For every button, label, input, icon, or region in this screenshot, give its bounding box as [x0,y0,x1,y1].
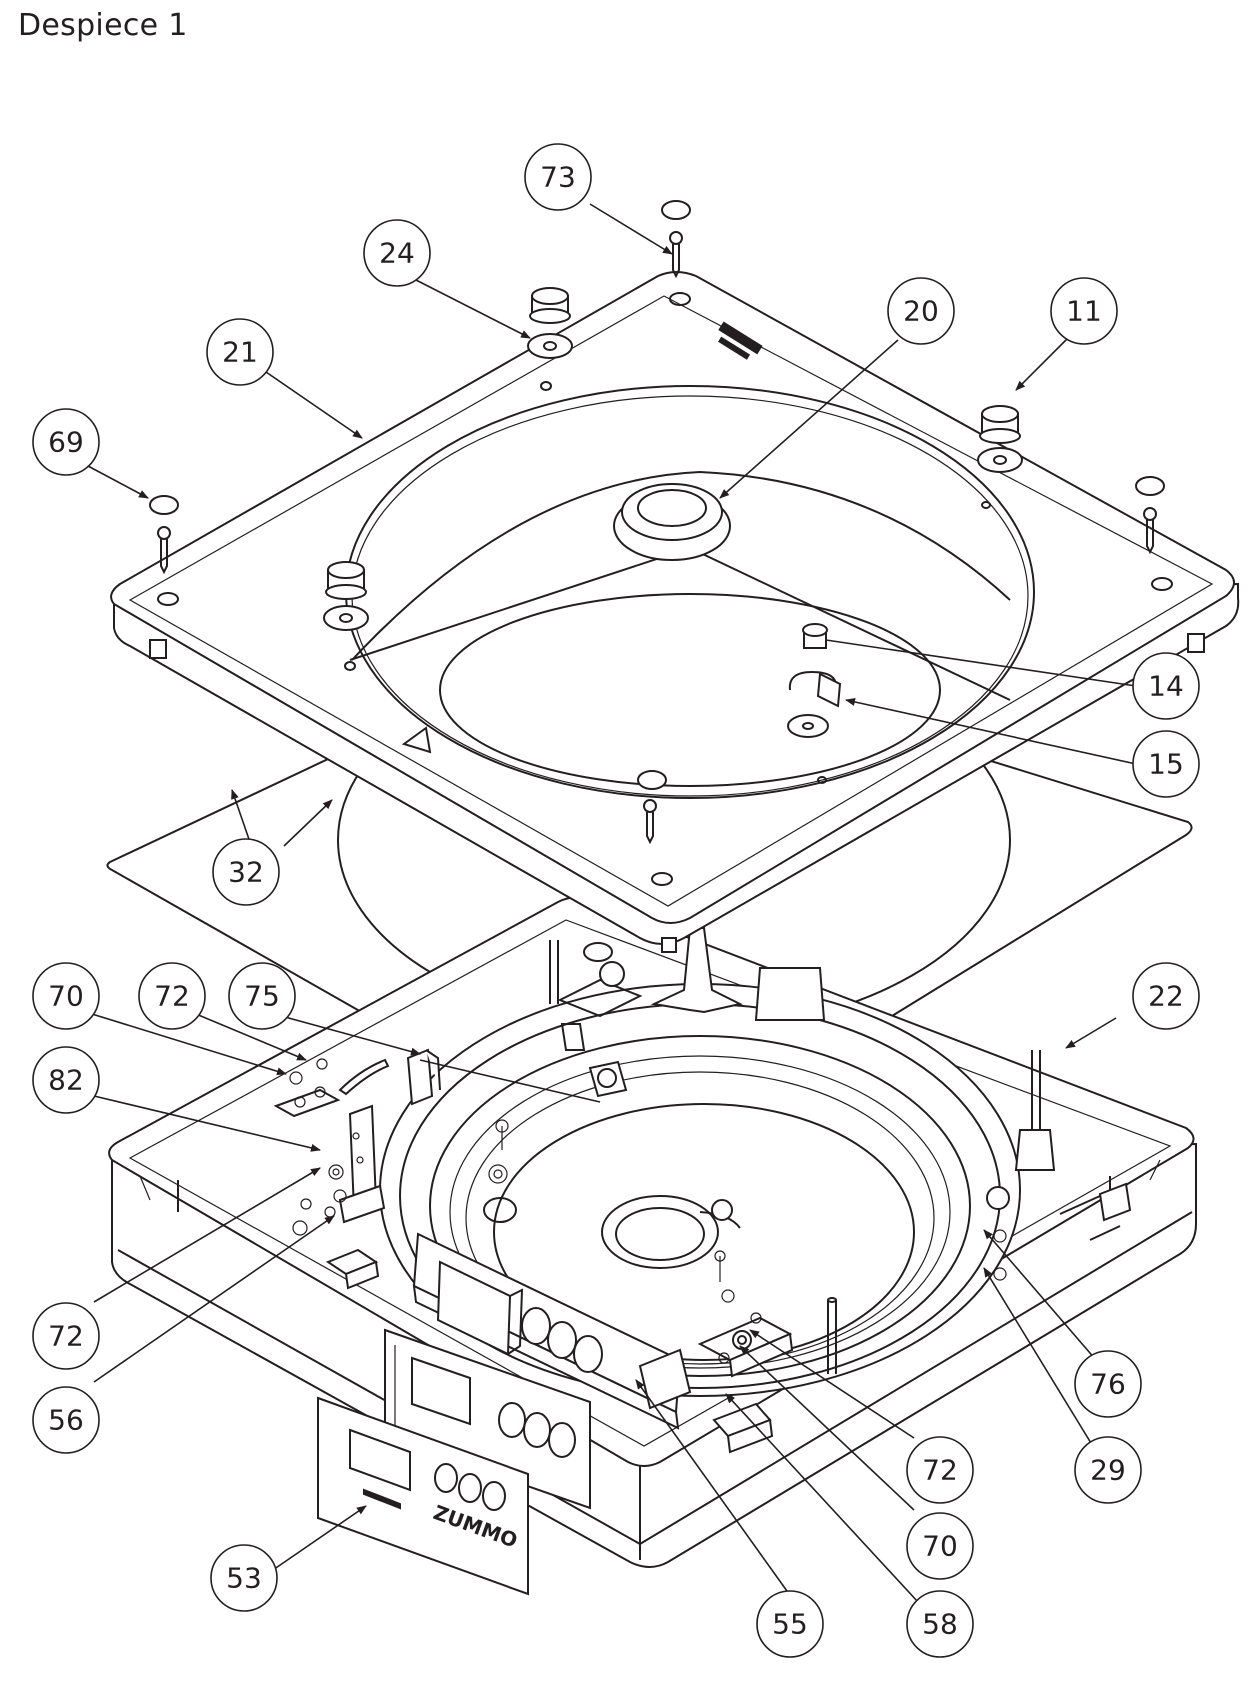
callout-32: 32 [212,838,280,906]
front-label-53: ZUMMO [317,1396,529,1596]
callout-29: 29 [1074,1436,1142,1504]
callout-11: 11 [1050,277,1118,345]
svg-text:75: 75 [244,980,280,1013]
callout-72-bottom: 72 [906,1436,974,1504]
svg-text:14: 14 [1148,670,1184,703]
callout-76: 76 [1074,1350,1142,1418]
right-mechanism [697,1297,837,1454]
svg-text:73: 73 [540,161,576,194]
svg-text:70: 70 [922,1530,958,1563]
svg-text:58: 58 [922,1608,958,1641]
callout-58: 58 [906,1590,974,1658]
callouts: 73 24 20 11 21 69 14 15 32 70 72 75 22 8… [32,143,1200,1658]
svg-text:22: 22 [1148,980,1184,1013]
callout-55: 55 [756,1590,824,1658]
svg-text:53: 53 [226,1562,262,1595]
callout-69: 69 [32,408,100,476]
svg-text:11: 11 [1066,295,1102,328]
svg-text:72: 72 [154,980,190,1013]
callout-70-left: 70 [32,962,100,1030]
svg-text:24: 24 [379,237,415,270]
callout-20: 20 [887,277,955,345]
callout-14: 14 [1132,652,1200,720]
callout-72-left: 72 [32,1302,100,1370]
central-support [549,927,826,1051]
right-posts [986,1050,1132,1281]
svg-text:69: 69 [48,426,84,459]
callout-82: 82 [32,1046,100,1114]
brand-emboss [718,321,763,360]
control-board-55 [412,1232,692,1430]
callout-56: 56 [32,1386,100,1454]
callout-53: 53 [210,1544,278,1612]
svg-text:72: 72 [48,1320,84,1353]
svg-text:76: 76 [1090,1368,1126,1401]
svg-text:21: 21 [222,336,258,369]
svg-text:72: 72 [922,1454,958,1487]
svg-text:56: 56 [48,1404,84,1437]
callout-24: 24 [363,219,431,287]
callout-15: 15 [1132,730,1200,798]
leader-lines [87,203,1137,1603]
svg-text:82: 82 [48,1064,84,1097]
callout-72-top: 72 [138,962,206,1030]
svg-text:32: 32 [228,856,264,889]
top-plate-21 [110,271,1240,953]
callout-21: 21 [206,318,274,386]
svg-text:70: 70 [48,980,84,1013]
callout-70-bottom: 70 [906,1512,974,1580]
top-plate-parts [149,200,1165,962]
callout-73: 73 [524,143,592,211]
svg-text:15: 15 [1148,748,1184,781]
svg-text:20: 20 [903,295,939,328]
left-brackets [273,1048,441,1290]
callout-22: 22 [1132,962,1200,1030]
svg-text:29: 29 [1090,1454,1126,1487]
page-title: Despiece 1 [18,8,188,43]
front-panel-cutout [384,1328,591,1510]
svg-text:55: 55 [772,1608,808,1641]
callout-75: 75 [228,962,296,1030]
